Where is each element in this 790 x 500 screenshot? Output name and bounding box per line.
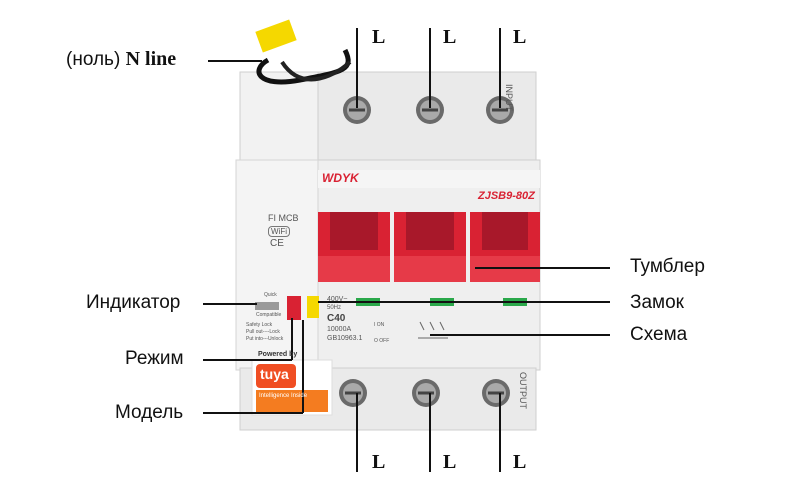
n-line-wire xyxy=(255,19,352,85)
pull-out-text: Pull out----Lock xyxy=(246,329,280,335)
toggle-label: Тумблер xyxy=(630,256,705,277)
breaking-capacity-text: 10000A xyxy=(327,326,352,333)
safety-lock-text: Safety Lock xyxy=(246,322,273,328)
bottom-screws xyxy=(339,379,510,407)
input-marking: INPUT xyxy=(504,84,514,111)
ce-mark: CE xyxy=(270,238,284,249)
lock-label: Замок xyxy=(630,292,684,313)
phase-label-bottom-2: L xyxy=(443,451,457,473)
wifi-badge: WiFi xyxy=(268,226,290,237)
n-line-prefix: (ноль) xyxy=(66,49,121,70)
type-marking: FI MCB xyxy=(268,213,299,223)
scheme-label: Схема xyxy=(630,324,688,345)
tuya-badge xyxy=(251,359,333,416)
n-line-label: (ноль) N line xyxy=(66,48,176,71)
scheme-symbol xyxy=(418,321,448,339)
mode-label: Режим xyxy=(125,348,184,369)
model-code: ZJSB9-80Z xyxy=(478,190,535,202)
tuya-sub-text: Intelligence Inside xyxy=(259,393,308,399)
yellow-lock xyxy=(307,296,319,318)
brand-logo: WDYK xyxy=(322,171,359,185)
phase-label-top-2: L xyxy=(443,26,457,48)
quick-text: Quick xyxy=(264,292,277,298)
phase-label-top-1: L xyxy=(372,26,386,48)
off-text: O OFF xyxy=(374,338,390,344)
n-line-text: N line xyxy=(125,48,177,70)
phase-label-bottom-3: L xyxy=(513,451,527,473)
mode-switch xyxy=(287,296,301,320)
indicator-window xyxy=(255,302,279,310)
standard-text: GB10963.1 xyxy=(327,335,363,342)
compatible-text: Compatible xyxy=(256,312,282,318)
top-screws xyxy=(343,96,514,124)
model-label: Модель xyxy=(115,402,184,423)
yellow-tag xyxy=(255,19,297,53)
powered-by-text: Powered by xyxy=(258,351,298,358)
rating-text: C40 xyxy=(327,313,346,324)
put-into-text: Put into---Unlock xyxy=(246,336,284,342)
phase-label-bottom-1: L xyxy=(372,451,386,473)
breaker-device xyxy=(235,19,541,431)
on-text: I ON xyxy=(374,322,385,328)
phase-label-top-3: L xyxy=(513,26,527,48)
frequency-text: 50Hz xyxy=(327,305,342,311)
toggle-levers xyxy=(318,212,540,282)
output-marking: OUTPUT xyxy=(518,372,528,409)
leader-lines xyxy=(203,28,610,472)
indicator-label: Индикатор xyxy=(86,292,181,313)
tuya-logo: tuya xyxy=(260,366,289,382)
voltage-text: 400V~ xyxy=(327,296,348,303)
